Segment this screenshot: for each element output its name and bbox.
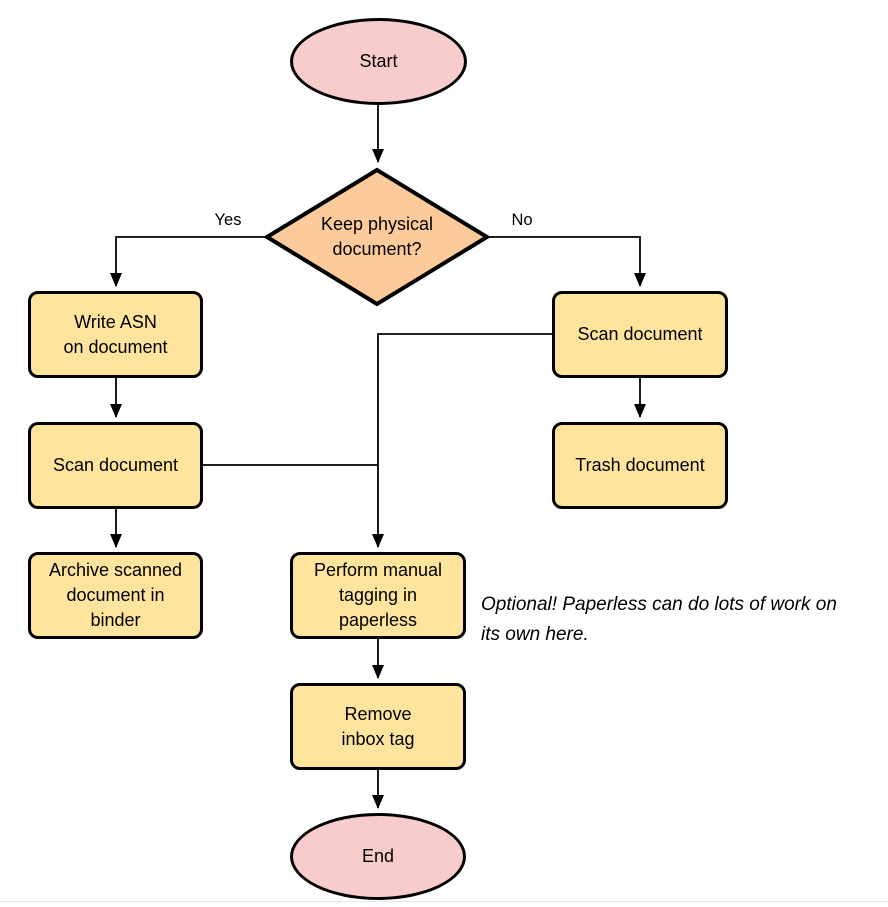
node-end: End [290, 813, 466, 900]
decision-diamond-shape [263, 167, 491, 307]
node-scan-document-right: Scan document [552, 291, 728, 378]
node-decision-keep-physical-document: Keep physical document? [320, 214, 434, 259]
edge-label-yes: Yes [214, 211, 242, 229]
edge-label-no: No [511, 211, 533, 229]
node-archive-scanned-document: Archive scanned document in binder [28, 552, 203, 639]
edge-decision-no [489, 236, 646, 287]
bottom-strip [0, 902, 888, 907]
node-start: Start [290, 18, 467, 105]
node-remove-inbox-tag: Remove inbox tag [290, 683, 466, 770]
note-optional-paperless: Optional! Paperless can do lots of work … [481, 594, 837, 645]
node-trash-document: Trash document [552, 422, 728, 509]
node-scan-document-left: Scan document [28, 422, 203, 509]
node-write-asn-on-document: Write ASN on document [28, 291, 203, 378]
bottom-divider-line [0, 901, 888, 902]
edge-decision-yes [110, 236, 265, 287]
node-perform-manual-tagging: Perform manual tagging in paperless [290, 552, 466, 639]
edge-scanright-to-tagging [372, 333, 552, 548]
